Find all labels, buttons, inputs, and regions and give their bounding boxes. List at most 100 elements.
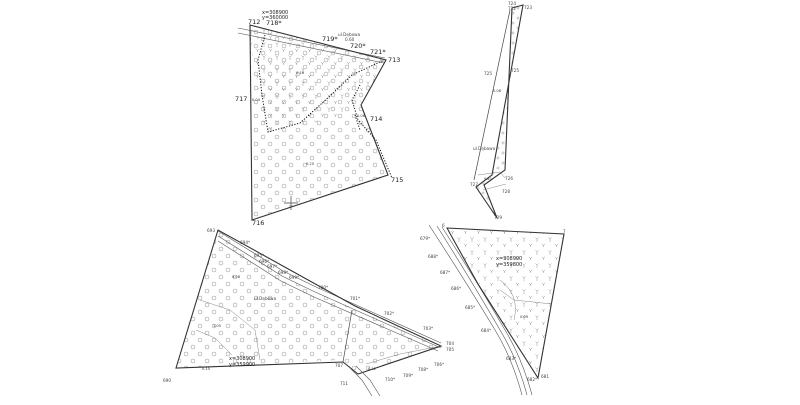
point-label: 725 — [511, 68, 519, 73]
point-label: 728 — [502, 189, 510, 194]
use-boundary-1 — [257, 34, 385, 133]
contour-line — [199, 299, 261, 361]
area-label: 0.16 — [296, 71, 305, 75]
point-label: 713 — [388, 56, 400, 64]
area-label: 0.12 — [368, 367, 376, 371]
point-label: 6 — [442, 223, 445, 228]
point-label: 682* — [527, 377, 537, 382]
road-edge-d3 — [441, 226, 533, 396]
point-label: 690 — [163, 378, 171, 383]
point-label: 720* — [350, 42, 366, 50]
parcel-outline-d — [446, 227, 565, 380]
point-label: 722 — [508, 6, 516, 11]
parcel-outline-b — [475, 4, 524, 219]
road-edge-c2 — [217, 235, 442, 349]
point-label: 719* — [322, 35, 338, 43]
contour-line — [195, 329, 233, 356]
inner-boundary-d2 — [499, 279, 516, 321]
inner-boundary-b — [473, 9, 511, 181]
point-label: 697* — [267, 264, 277, 269]
point-label: 7 — [563, 229, 566, 234]
coord-y-c: y=359900 — [229, 362, 255, 368]
area-label: 0.09 — [520, 315, 529, 319]
point-label: 698* — [278, 270, 288, 275]
point-label: 727 — [470, 182, 478, 187]
point-label: 706* — [434, 362, 444, 367]
point-label: 703* — [423, 326, 433, 331]
road-edge-d1 — [428, 224, 523, 396]
point-label: 724 — [508, 1, 516, 6]
inner-boundary-b2 — [477, 171, 506, 179]
road-edge-d2 — [436, 225, 528, 396]
point-label: 686* — [451, 286, 461, 291]
point-label: 725 — [484, 71, 492, 76]
point-label: 699* — [289, 275, 299, 280]
point-label: 696* — [259, 259, 269, 264]
road-edge-c1 — [217, 230, 442, 344]
parcel-sheet-a: x=308900 y=360000 712 718* 719* 720* 721… — [235, 10, 403, 227]
point-label: 704 — [446, 341, 454, 346]
point-label: 701* — [350, 296, 360, 301]
point-label: 685* — [465, 305, 475, 310]
point-label: 708* — [418, 367, 428, 372]
point-label: 687* — [440, 270, 450, 275]
road-curve-c1 — [349, 367, 373, 397]
area-label: 0.15 — [202, 367, 210, 371]
road-curve-c3 — [365, 345, 442, 365]
point-label: 709* — [403, 373, 413, 378]
parcel-outline-a — [249, 24, 389, 221]
road-subtitle-a: 0.60 — [345, 37, 355, 42]
road-name-b: ul.Dębowa — [473, 146, 496, 151]
parcel-sheet-b: 724 722 723 725 725 726 727 728 729 ul.D… — [470, 1, 532, 220]
point-label: 729 — [494, 215, 502, 220]
bush-symbol-fill — [447, 228, 564, 378]
road-name-a: ul.Dębowa — [338, 32, 361, 37]
road-curve-c2 — [355, 365, 381, 397]
point-label: 715 — [391, 176, 403, 184]
area-label: 0.08 — [493, 89, 502, 93]
inner-boundary-d — [499, 289, 553, 305]
point-label: 681 — [541, 374, 549, 379]
coord-y-d: y=359800 — [496, 262, 522, 268]
area-label: 0.08 — [232, 275, 241, 279]
parcel-sheet-c: 693 694* 695* 696* 697* 698* 699* 700* 7… — [163, 228, 454, 397]
point-label: 702* — [384, 311, 394, 316]
grid-cross — [284, 196, 298, 210]
road-name-c: ul.Dębowa — [254, 296, 277, 301]
point-label: 684* — [481, 328, 491, 333]
inner-boundary-c — [342, 309, 353, 363]
road-edge-c3 — [217, 240, 439, 352]
coord-x-d: x=308900 — [496, 256, 522, 262]
point-label: 718* — [266, 19, 282, 27]
point-label: 683* — [506, 356, 516, 361]
point-label: 721* — [370, 48, 386, 56]
coord-x-c: x=308900 — [229, 356, 255, 362]
point-label: 688* — [428, 254, 438, 259]
area-label: 0.06 — [357, 114, 366, 118]
point-label: 711 — [340, 381, 348, 386]
point-label: 710* — [385, 377, 395, 382]
point-label: 707 — [335, 363, 343, 368]
area-label: 1.05 — [213, 324, 221, 328]
parcel-sheet-d: 6 7 679* 688* 687* 686* 685* 684* 683* 6… — [420, 223, 566, 396]
inner-boundary-b3 — [482, 183, 507, 191]
point-label: 712 — [248, 18, 260, 26]
point-label: 716 — [252, 219, 264, 227]
use-boundary-2 — [351, 84, 393, 179]
coord-y-a: y=360000 — [262, 15, 288, 21]
point-label: 700* — [318, 285, 328, 290]
area-label: 0.04 — [252, 98, 261, 102]
point-label: 695* — [254, 253, 264, 258]
point-label: 705 — [446, 347, 454, 352]
point-label: 717 — [235, 95, 247, 103]
parcel-outline-c — [175, 229, 443, 375]
point-label: 714 — [370, 115, 382, 123]
area-label: 0.21 — [484, 177, 492, 181]
point-label: 693 — [207, 228, 215, 233]
coord-x-a: x=308900 — [262, 10, 288, 16]
point-label: 726 — [505, 176, 513, 181]
point-label: 723 — [524, 5, 532, 10]
point-label: 694* — [240, 240, 250, 245]
